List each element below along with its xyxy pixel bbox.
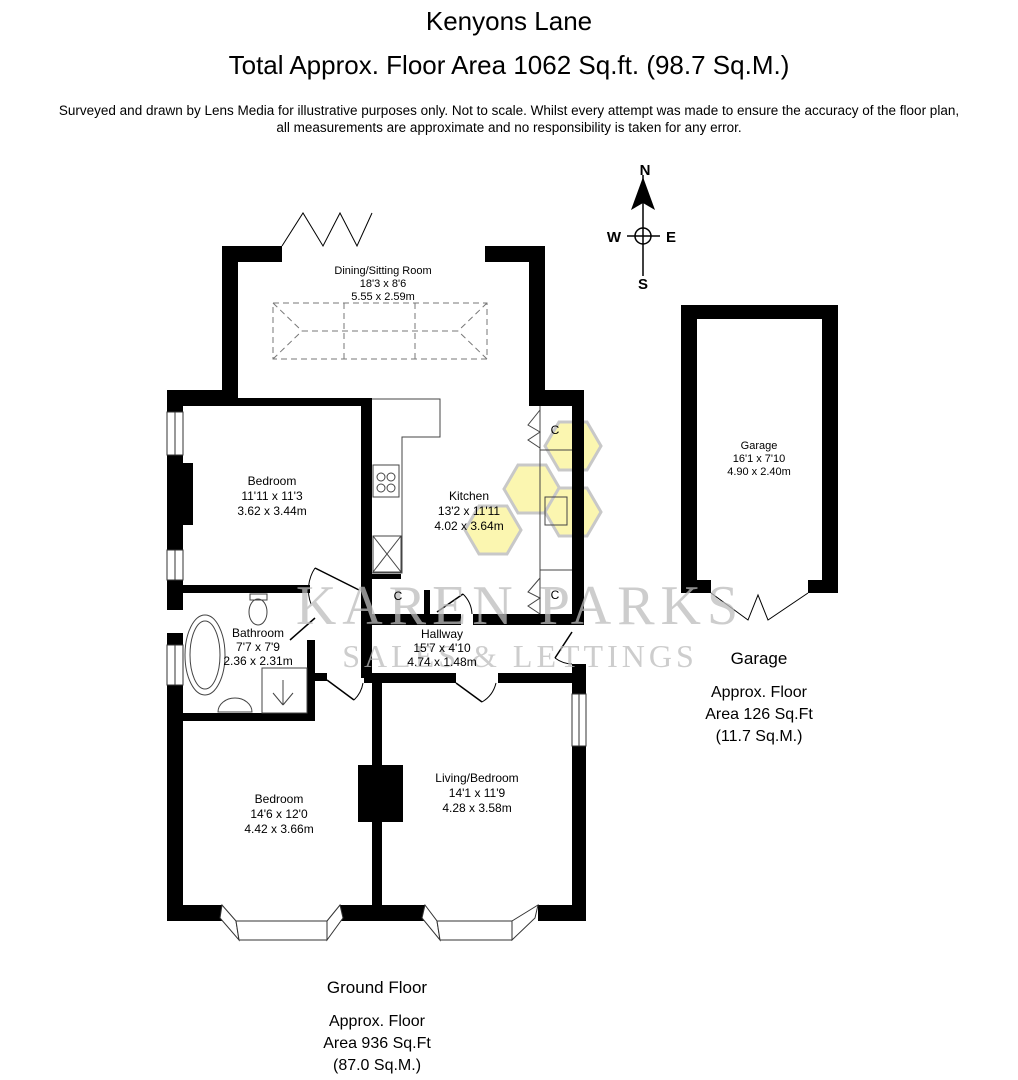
room-bathroom: Bathroom 7'7 x 7'9 2.36 x 2.31m [223,626,292,668]
compass-n: N [640,162,651,179]
svg-text:3.62 x 3.44m: 3.62 x 3.44m [237,504,306,518]
hob-icon [372,464,400,498]
plan-title: Kenyons Lane [425,6,593,36]
cupboard-label: C [551,423,560,437]
svg-text:4.42 x 3.66m: 4.42 x 3.66m [244,822,313,836]
walls [167,246,838,921]
svg-text:2.36 x 2.31m: 2.36 x 2.31m [223,654,292,668]
svg-text:4.74 x 1.48m: 4.74 x 1.48m [407,655,476,669]
disclaimer-line-2: all measurements are approximate and no … [276,120,742,135]
compass-w: W [607,229,622,246]
north-arrow-icon [631,177,655,210]
cupboard-label: C [394,589,403,603]
svg-text:Hallway: Hallway [421,627,463,641]
svg-text:Living/Bedroom: Living/Bedroom [435,771,518,785]
svg-text:Approx. Floor: Approx. Floor [329,1013,426,1030]
room-hallway: Hallway 15'7 x 4'10 4.74 x 1.48m [407,627,476,669]
svg-text:16'1 x 7'10: 16'1 x 7'10 [733,453,786,465]
svg-text:15'7 x 4'10: 15'7 x 4'10 [413,641,471,655]
watermark-line-1: KAREN PARKS [296,575,744,637]
rooflight [272,302,488,360]
room-kitchen: Kitchen 13'2 x 11'11 4.02 x 3.64m [434,489,503,533]
svg-text:Bedroom: Bedroom [255,792,304,806]
svg-text:Bedroom: Bedroom [248,474,297,488]
basin-icon [217,697,253,713]
svg-text:14'1 x 11'9: 14'1 x 11'9 [449,786,506,800]
svg-text:Dining/Sitting Room: Dining/Sitting Room [334,265,431,277]
toilet-icon [248,598,268,626]
garage-doors [710,592,809,621]
svg-text:5.55 x 2.59m: 5.55 x 2.59m [351,291,415,303]
svg-text:(11.7 Sq.M.): (11.7 Sq.M.) [716,728,803,745]
svg-text:Ground Floor: Ground Floor [327,978,427,997]
room-bedroom-2: Bedroom 14'6 x 12'0 4.42 x 3.66m [244,792,313,836]
svg-text:4.90 x 2.40m: 4.90 x 2.40m [727,466,791,478]
svg-text:13'2 x 11'11: 13'2 x 11'11 [438,504,501,518]
svg-text:18'3 x 8'6: 18'3 x 8'6 [360,278,406,290]
disclaimer-line-1: Surveyed and drawn by Lens Media for ill… [58,103,960,118]
sink-icon [544,496,568,526]
total-floor-area: Total Approx. Floor Area 1062 Sq.ft. (98… [228,50,790,80]
shower-icon [261,667,308,714]
compass-e: E [666,229,676,246]
room-bedroom-1: Bedroom 11'11 x 11'3 3.62 x 3.44m [237,474,306,518]
svg-text:14'6 x 12'0: 14'6 x 12'0 [250,807,308,821]
ground-floor-summary: Ground Floor Approx. Floor Area 936 Sq.F… [323,978,431,1074]
bifold-doors [281,211,373,248]
svg-text:7'7 x 7'9: 7'7 x 7'9 [236,640,280,654]
bathroom-fittings [184,593,308,714]
svg-text:4.28 x 3.58m: 4.28 x 3.58m [442,801,511,815]
svg-text:Garage: Garage [741,440,778,452]
svg-text:Area 126 Sq.Ft: Area 126 Sq.Ft [705,706,813,723]
svg-text:Approx. Floor: Approx. Floor [711,684,808,701]
doors [281,211,809,703]
room-garage: Garage 16'1 x 7'10 4.90 x 2.40m [727,440,791,478]
svg-text:Kitchen: Kitchen [449,489,489,503]
svg-text:(87.0 Sq.M.): (87.0 Sq.M.) [333,1057,421,1074]
compass: N W E S [607,162,676,293]
cupboard-label: C [551,588,560,602]
kitchen-fittings [372,398,572,615]
room-dining: Dining/Sitting Room 18'3 x 8'6 5.55 x 2.… [334,265,431,303]
disclaimer: Surveyed and drawn by Lens Media for ill… [0,102,1018,136]
svg-text:11'11 x 11'3: 11'11 x 11'3 [241,489,303,503]
windows [166,411,587,942]
compass-s: S [638,276,648,293]
room-living-bedroom: Living/Bedroom 14'1 x 11'9 4.28 x 3.58m [435,771,518,815]
watermark-line-2: SALES & LETTINGS [342,638,698,674]
garage-summary: Garage Approx. Floor Area 126 Sq.Ft (11.… [705,649,813,745]
bath-icon [184,614,226,696]
svg-text:4.02 x 3.64m: 4.02 x 3.64m [434,519,503,533]
svg-text:Garage: Garage [731,649,788,668]
svg-text:Area 936 Sq.Ft: Area 936 Sq.Ft [323,1035,431,1052]
svg-text:Bathroom: Bathroom [232,626,284,640]
